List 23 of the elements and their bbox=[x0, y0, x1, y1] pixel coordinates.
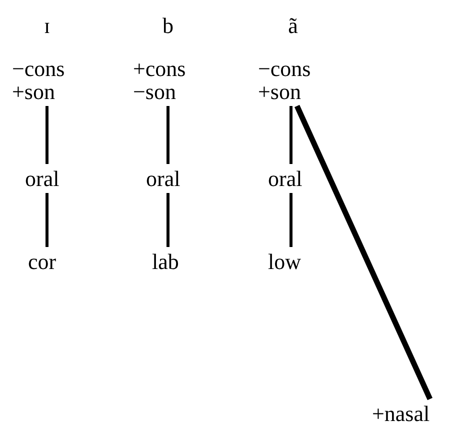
connector-line bbox=[294, 104, 432, 400]
feature-label: low bbox=[268, 250, 301, 273]
feature-label: oral bbox=[268, 167, 302, 190]
feature-label: oral bbox=[146, 167, 180, 190]
segment-symbol: ɪ bbox=[42, 14, 52, 37]
segment-symbol: ã bbox=[287, 14, 299, 37]
connector-line bbox=[290, 106, 292, 164]
feature-label: −son bbox=[133, 80, 176, 103]
connector-line bbox=[46, 106, 48, 164]
feature-label: +nasal bbox=[372, 402, 430, 425]
feature-label: oral bbox=[25, 167, 60, 190]
connector-line bbox=[166, 106, 170, 164]
feature-label: lab bbox=[152, 250, 179, 273]
feature-label: −cons bbox=[258, 57, 311, 80]
feature-label: −cons bbox=[12, 57, 65, 80]
feature-label: +son bbox=[258, 80, 301, 103]
feature-label: +cons bbox=[133, 57, 186, 80]
feature-label: +son bbox=[12, 80, 55, 103]
connector-line bbox=[46, 193, 48, 247]
connector-line bbox=[166, 193, 170, 247]
feature-label: cor bbox=[28, 250, 56, 273]
segment-symbol: b bbox=[162, 14, 174, 37]
connector-line bbox=[290, 193, 292, 247]
